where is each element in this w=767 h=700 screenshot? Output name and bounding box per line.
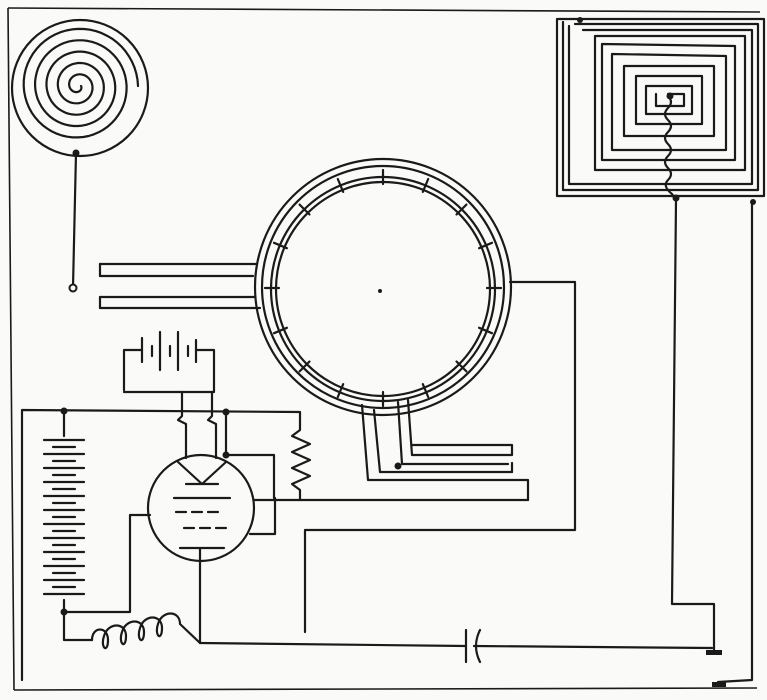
ring-tick-mark: [455, 360, 468, 373]
battery-icon: [20, 407, 302, 682]
square-spiral-antenna-icon: [555, 17, 766, 205]
ring-tick-mark: [478, 241, 494, 250]
triode-tube-icon: [146, 410, 530, 645]
ring-tick-mark: [298, 203, 311, 216]
ring-tick-mark: [421, 383, 430, 399]
ring-tick-mark: [272, 326, 288, 335]
double-ring-resonator-icon: [98, 157, 577, 634]
spiral-antenna-icon: [10, 18, 150, 293]
ring-tick-mark: [272, 241, 288, 250]
zigzag-resistor-icon: [290, 418, 312, 502]
ring-tick-mark: [336, 383, 345, 399]
frame-border: [7, 7, 761, 691]
capacitor-icon: [198, 628, 714, 664]
ring-tick-mark: [455, 203, 468, 216]
battery-stack-icon: [122, 330, 218, 460]
ring-tick-mark: [298, 360, 311, 373]
inductor-coil-icon: [90, 612, 202, 650]
ring-tick-mark: [336, 177, 345, 193]
ring-tick-mark: [421, 177, 430, 193]
ring-tick-mark: [478, 326, 494, 335]
ground-terminal-icon: [670, 198, 754, 687]
